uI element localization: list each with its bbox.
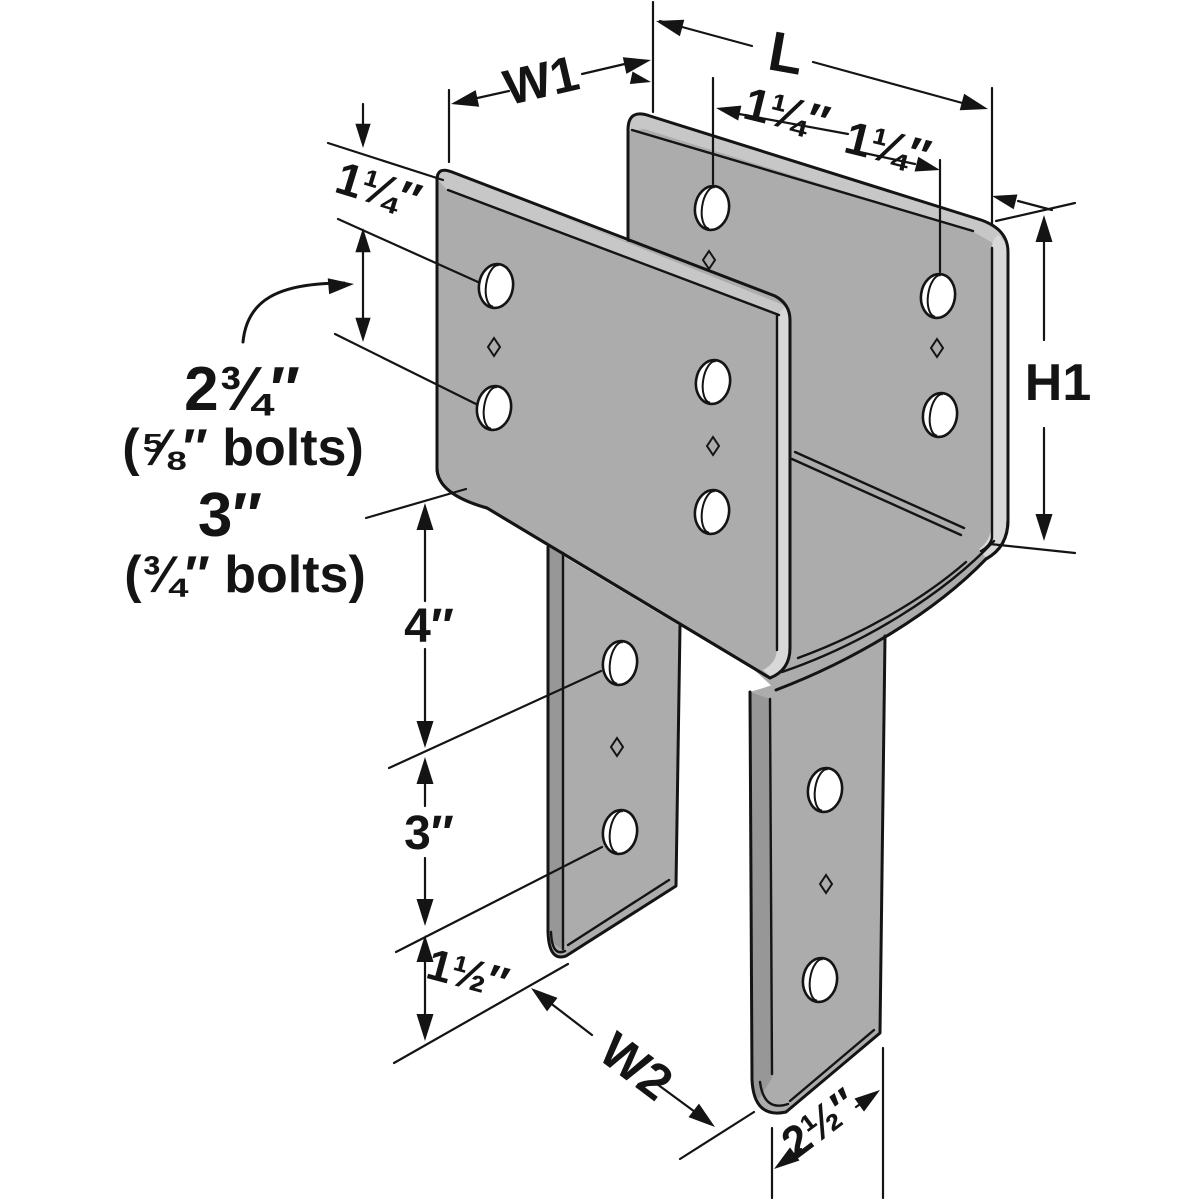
arrowhead bbox=[774, 1147, 800, 1169]
back-plate-end-edge bbox=[979, 235, 1008, 558]
left-strap-edge bbox=[548, 547, 563, 950]
front-plate bbox=[435, 168, 792, 680]
dim-label-bolt-spacing-a-note: (⅝″ bolts) bbox=[122, 419, 364, 477]
dimension-annotations: W1 L H1 1¼″ 1¼″ 1¼″ 2¾″ (⅝″ bolts) 3″ (¾… bbox=[122, 0, 1091, 1200]
bolt-hole bbox=[694, 358, 732, 406]
right-strap-face bbox=[750, 636, 885, 1114]
arrowhead bbox=[327, 278, 354, 295]
dimension-arrowheads bbox=[327, 19, 1053, 1169]
arrowhead bbox=[416, 757, 434, 784]
bolt-hole bbox=[601, 639, 639, 687]
diamond-emboss bbox=[929, 337, 945, 359]
dim-label-hole-inset-right: 1¼″ bbox=[840, 111, 936, 182]
arrowhead bbox=[622, 57, 651, 74]
dim-label-l: L bbox=[764, 19, 809, 87]
curved-pointer-arrow bbox=[241, 281, 346, 344]
seat-inner-curve bbox=[796, 560, 968, 660]
arrowhead bbox=[1035, 514, 1053, 541]
extension-line bbox=[326, 141, 445, 182]
arrowhead bbox=[416, 935, 434, 962]
diamond-emboss bbox=[705, 435, 721, 457]
dim-label-strap-hole-spacing: 3″ bbox=[404, 807, 454, 860]
left-column-strap bbox=[546, 545, 682, 959]
diamond-emboss bbox=[701, 249, 717, 271]
diamond-emboss bbox=[609, 736, 625, 758]
extension-line bbox=[678, 1110, 756, 1161]
arrowhead bbox=[854, 1090, 880, 1112]
bolt-hole bbox=[806, 766, 844, 814]
bolt-hole bbox=[921, 391, 959, 439]
arrowhead bbox=[416, 503, 434, 530]
arrowhead bbox=[416, 721, 434, 748]
extension-line bbox=[988, 542, 1077, 555]
hole-leader-line bbox=[336, 217, 480, 284]
arrowhead bbox=[451, 90, 480, 107]
bolt-hole bbox=[693, 184, 731, 232]
extension-line bbox=[994, 201, 1077, 223]
arrowhead bbox=[531, 988, 558, 1012]
bolt-hole bbox=[693, 488, 731, 536]
dimension-line-hole-inset-left bbox=[737, 112, 850, 136]
seat-inner-curve bbox=[780, 539, 996, 674]
arrowhead bbox=[959, 93, 988, 111]
arrowhead bbox=[914, 156, 940, 172]
dim-label-w1: W1 bbox=[498, 45, 584, 116]
arrowhead bbox=[992, 194, 1018, 210]
arrowhead bbox=[1035, 215, 1053, 242]
arrowhead bbox=[355, 317, 371, 342]
diamond-emboss bbox=[818, 873, 834, 895]
hole-leader-line bbox=[333, 332, 478, 406]
arrowhead bbox=[416, 899, 434, 926]
front-plate-face bbox=[437, 172, 790, 678]
bolt-hole bbox=[475, 384, 513, 432]
dim-label-top-offset: 1¼″ bbox=[330, 151, 427, 226]
dim-label-hole-inset-left: 1¼″ bbox=[739, 77, 835, 148]
bolt-hole bbox=[601, 808, 639, 856]
arrowhead bbox=[355, 123, 371, 148]
arrowhead bbox=[416, 1014, 434, 1041]
hole-leader-line bbox=[394, 845, 604, 954]
arrowhead bbox=[656, 19, 685, 37]
arrowhead bbox=[716, 105, 742, 121]
arrowhead bbox=[688, 1103, 715, 1127]
right-column-strap bbox=[748, 634, 887, 1115]
front-plate-top-edge bbox=[437, 171, 786, 316]
bolt-hole bbox=[801, 956, 839, 1004]
dim-label-bolt-spacing-b-note: (¾″ bolts) bbox=[124, 546, 366, 604]
bolt-hole bbox=[919, 272, 957, 320]
front-plate-end-edge bbox=[763, 306, 790, 677]
extension-line bbox=[364, 487, 468, 520]
extension-line bbox=[392, 962, 570, 1065]
arrowhead bbox=[629, 71, 651, 85]
right-strap-edge bbox=[750, 692, 772, 1099]
dim-label-w2: W2 bbox=[589, 1021, 683, 1111]
seat-bend-line bbox=[793, 450, 966, 530]
back-plate-top-edge bbox=[628, 114, 1003, 246]
diamond-emboss bbox=[486, 336, 502, 358]
hole-leader-line bbox=[387, 669, 603, 770]
seat-bend-line bbox=[790, 457, 963, 537]
dim-label-bolt-spacing-b: 3″ bbox=[198, 481, 262, 550]
dim-label-strap-first-hole: 4″ bbox=[404, 600, 454, 653]
bolt-hole bbox=[477, 262, 515, 310]
dim-label-bolt-spacing-a: 2¾″ bbox=[184, 355, 300, 424]
arrowhead bbox=[355, 228, 371, 253]
dim-label-strap-end: 1½″ bbox=[422, 940, 514, 1009]
dimension-line-hole-inset-right bbox=[853, 149, 1054, 212]
dim-label-h1: H1 bbox=[1025, 354, 1091, 412]
